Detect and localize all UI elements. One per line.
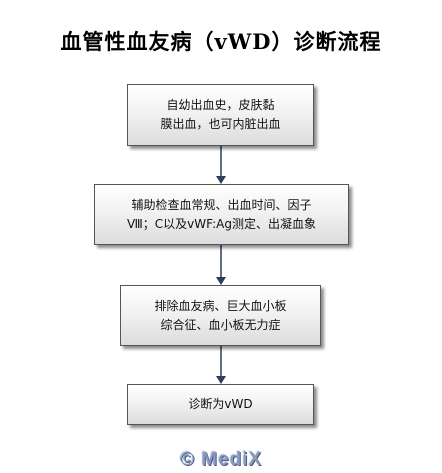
step-2-line-2: Ⅷ；C以及vWF:Ag测定、出凝血象 <box>127 216 316 231</box>
step-1-line-1: 自幼出血史，皮肤黏 <box>166 98 275 112</box>
step-2-line-1: 辅助检查血常规、出血时间、因子 <box>131 197 312 212</box>
step-3-line-2: 综合征、血小板无力症 <box>160 317 281 332</box>
flow-step-diagnosis: 诊断为vWD <box>127 384 314 425</box>
diagram-title: 血管性血友病（vWD）诊断流程 <box>60 29 382 54</box>
step-3-line-1: 排除血友病、巨大血小板 <box>154 298 287 313</box>
flow-step-lab-tests: 辅助检查血常规、出血时间、因子 Ⅷ；C以及vWF:Ag测定、出凝血象 <box>94 184 349 245</box>
step-4-line-1: 诊断为vWD <box>188 397 253 411</box>
step-1-line-2: 膜出血，也可内脏出血 <box>160 117 281 131</box>
medix-watermark: © MediX <box>179 449 263 470</box>
flow-step-exclusion: 排除血友病、巨大血小板 综合征、血小板无力症 <box>120 285 321 346</box>
flow-step-history: 自幼出血史，皮肤黏 膜出血，也可内脏出血 <box>127 84 314 146</box>
